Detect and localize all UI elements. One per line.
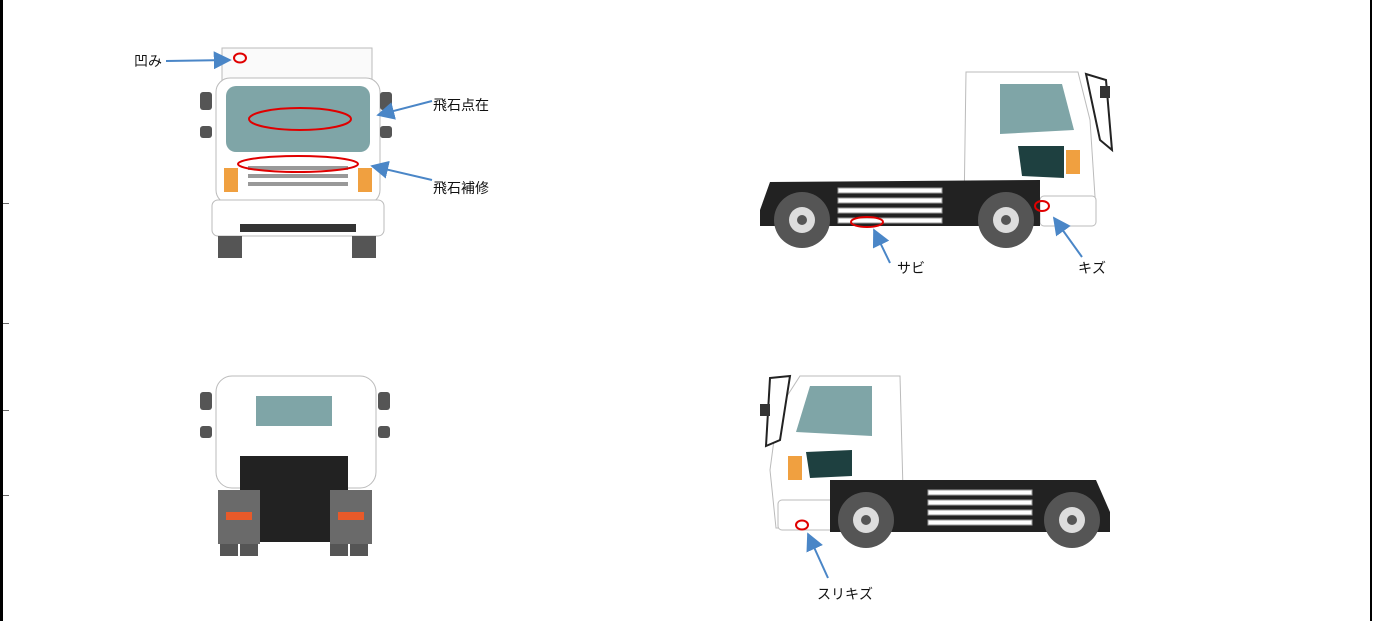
border-tick [3,203,9,204]
label-chips-scattered: 飛石点在 [433,98,489,114]
border-tick [3,410,9,411]
left-border [0,0,3,621]
truck-rear-view [200,375,390,556]
label-scuff-scratch: スリキズ [817,587,873,603]
border-tick [3,323,9,324]
truck-left-side-view [760,374,1110,548]
arrow-chips-scattered [376,100,433,120]
arrow-scratch [1052,216,1083,258]
label-dent: 凹み [134,54,162,70]
label-chip-repair: 飛石補修 [433,181,489,197]
border-tick [3,495,9,496]
truck-right-side-view [760,71,1114,248]
truck-front-view [200,47,392,258]
arrow-scuff-scratch [806,532,829,579]
arrow-chip-repair [370,160,433,181]
arrow-dent [165,51,232,70]
damage-markers-left-side [795,519,809,531]
damage-markers-right-side [850,200,1050,228]
label-scratch: キズ [1078,261,1106,277]
right-border [1370,0,1372,621]
arrow-rust [872,228,891,264]
label-rust: サビ [897,261,925,277]
damage-markers-front [233,52,359,173]
